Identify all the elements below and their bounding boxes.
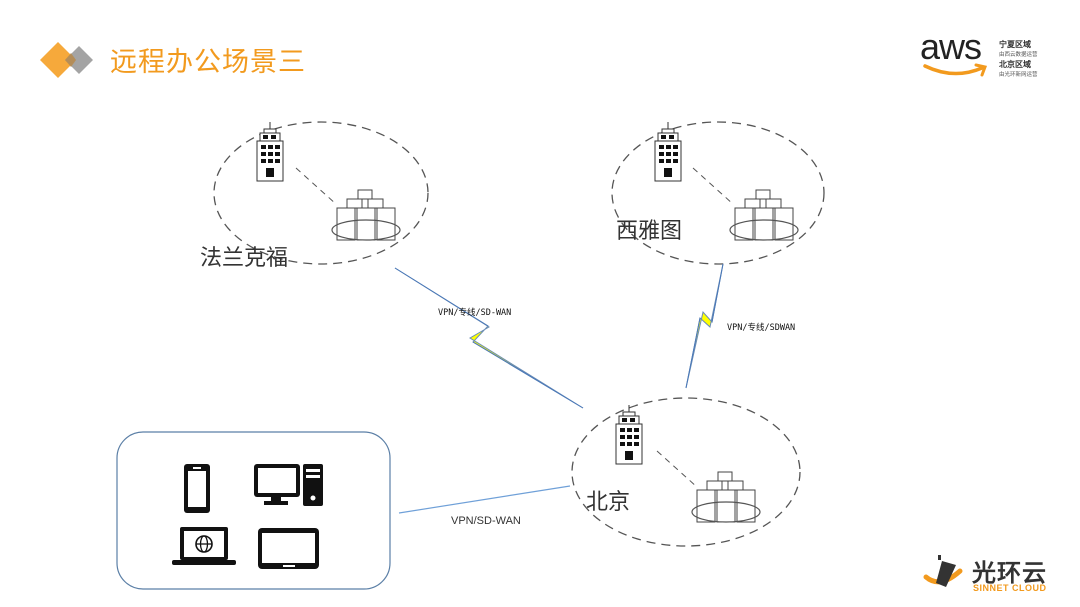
server-cluster-icon: [331, 189, 401, 241]
aws-smile-icon: [923, 63, 988, 77]
site-label-frankfurt: 法兰克福: [200, 246, 289, 271]
link-label-seattle-beijing: VPN/专线/SDWAN: [727, 323, 796, 333]
link-label-frankfurt-beijing: VPN/专线/SD-WAN: [438, 308, 512, 318]
site-seattle: [611, 121, 825, 265]
lightning-bolt-icon: [394, 267, 584, 409]
aws-region-ningxia: 宁夏区域: [999, 40, 1031, 49]
devices-box: [116, 431, 391, 590]
aws-wordmark: aws: [920, 26, 982, 67]
office-building-icon: [256, 121, 284, 182]
laptop-globe-icon: [172, 527, 236, 565]
link-devices-beijing: [398, 485, 571, 514]
office-building-icon: [615, 404, 643, 465]
diamond-logo-icon: [40, 42, 93, 78]
smartphone-icon: [184, 464, 210, 513]
aws-region-ningxia-operator: 由西云数据运营: [999, 52, 1038, 58]
sinnet-cloud-name: 光环云: [972, 559, 1047, 587]
site-beijing: [571, 397, 801, 547]
desktop-computer-icon: [254, 464, 323, 506]
sinnet-cloud-name-en: SINNET CLOUD: [973, 583, 1047, 593]
site-frankfurt: [213, 121, 429, 265]
server-cluster-icon: [691, 471, 761, 523]
link-seattle-beijing: [685, 263, 724, 389]
link-frankfurt-beijing: [394, 267, 584, 409]
site-label-beijing: 北京: [586, 490, 631, 515]
aws-logo: aws 宁夏区域 由西云数据运营 北京区域 由光环新网运营: [920, 26, 1060, 90]
sinnet-cloud-logo-icon: [923, 555, 963, 587]
aws-region-beijing-operator: 由光环新网运营: [999, 72, 1038, 78]
link-label-devices-beijing: VPN/SD-WAN: [451, 515, 521, 527]
site-label-seattle: 西雅图: [616, 219, 683, 244]
page-title: 远程办公场景三: [110, 47, 306, 78]
server-cluster-icon: [729, 189, 799, 241]
tablet-icon: [258, 528, 319, 569]
office-building-icon: [654, 121, 682, 182]
lightning-bolt-icon: [685, 263, 724, 389]
aws-region-beijing: 北京区域: [999, 60, 1031, 69]
